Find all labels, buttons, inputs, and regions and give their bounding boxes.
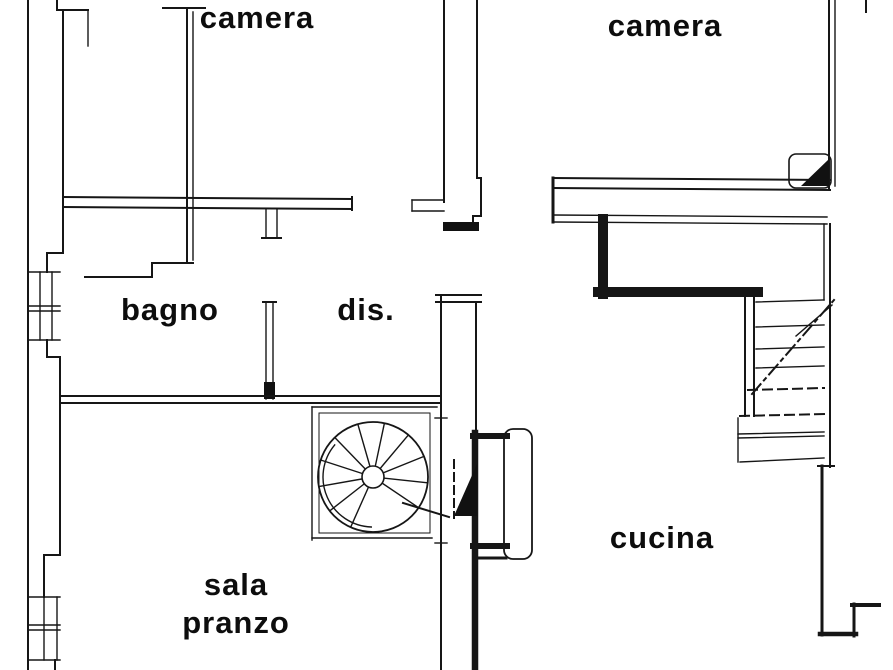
bagno-top-wall [61,195,354,239]
entrance-door [453,428,533,560]
spiral-staircase [311,406,451,541]
room-label-bagno: bagno [121,292,219,327]
straight-staircase [737,293,836,463]
room-label-pranzo: pranzo [182,605,290,640]
cucina-l-wall [593,214,763,299]
camera-1-left-wall [84,7,206,278]
camera-2-door [788,153,832,189]
sala-top-wall [59,395,442,404]
room-label-camera-1: camera [200,0,315,35]
room-label-sala: sala [204,567,268,602]
room-label-camera-2: camera [608,8,723,43]
window-sala-pranzo [27,596,61,661]
bagno-dis-divider [262,301,277,400]
cucina-right-wall [817,223,881,638]
exterior-wall-left [27,0,89,670]
window-bagno [27,271,61,341]
camera-divider-wall [411,0,482,231]
room-label-dis: dis. [337,292,394,327]
room-label-cucina: cucina [610,520,714,555]
